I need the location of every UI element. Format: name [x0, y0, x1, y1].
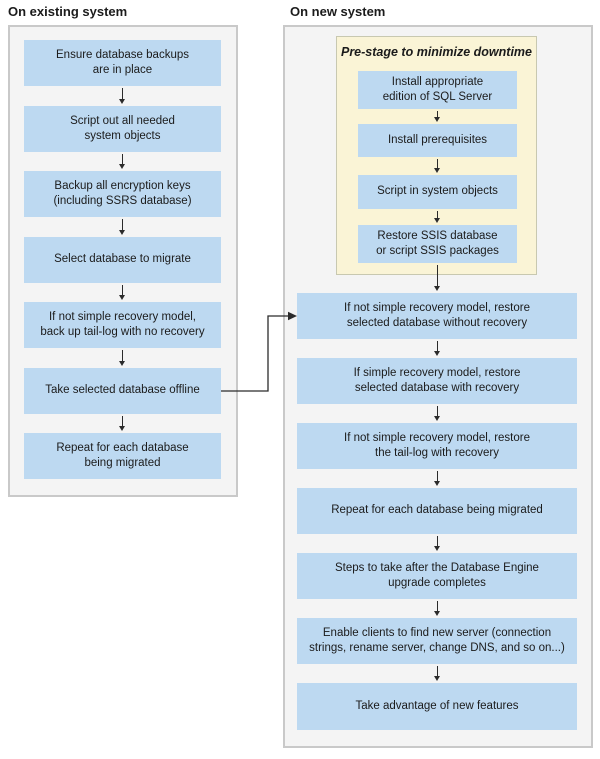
arrow-down-icon [433, 536, 442, 551]
arrow-down-icon [433, 406, 442, 421]
arrow-down-icon [433, 159, 442, 173]
arrow-down-icon [118, 154, 127, 169]
arrow-down-icon [433, 265, 442, 291]
arrow-down-icon [118, 88, 127, 104]
flow-step: Restore SSIS database or script SSIS pac… [358, 225, 517, 263]
flow-step: If not simple recovery model, back up ta… [24, 302, 221, 348]
flow-step: If simple recovery model, restore select… [297, 358, 577, 404]
arrow-down-icon [433, 601, 442, 616]
arrow-down-icon [118, 219, 127, 235]
flow-step: Take selected database offline [24, 368, 221, 414]
flow-step: Repeat for each database being migrated [24, 433, 221, 479]
flow-step: Script in system objects [358, 175, 517, 209]
flow-step: Select database to migrate [24, 237, 221, 283]
flow-step: If not simple recovery model, restore se… [297, 293, 577, 339]
flow-step: Backup all encryption keys (including SS… [24, 171, 221, 217]
flow-step: Script out all needed system objects [24, 106, 221, 152]
flow-step: Repeat for each database being migrated [297, 488, 577, 534]
flow-step: Take advantage of new features [297, 683, 577, 730]
arrow-down-icon [118, 350, 127, 366]
existing-system-title: On existing system [8, 4, 128, 19]
prestage-title: Pre-stage to minimize downtime [340, 45, 532, 59]
arrow-down-icon [433, 666, 442, 681]
arrow-down-icon [433, 471, 442, 486]
arrow-down-icon [118, 416, 127, 431]
flow-step: Install appropriate edition of SQL Serve… [358, 71, 517, 109]
flow-step: Enable clients to find new server (conne… [297, 618, 577, 664]
flow-step: Install prerequisites [358, 124, 517, 157]
flow-step: If not simple recovery model, restore th… [297, 423, 577, 469]
flow-step: Steps to take after the Database Engine … [297, 553, 577, 599]
arrow-down-icon [433, 211, 442, 223]
new-system-title: On new system [290, 4, 386, 19]
flow-step: Ensure database backups are in place [24, 40, 221, 86]
arrow-down-icon [433, 111, 442, 122]
arrow-down-icon [118, 285, 127, 300]
arrow-down-icon [433, 341, 442, 356]
